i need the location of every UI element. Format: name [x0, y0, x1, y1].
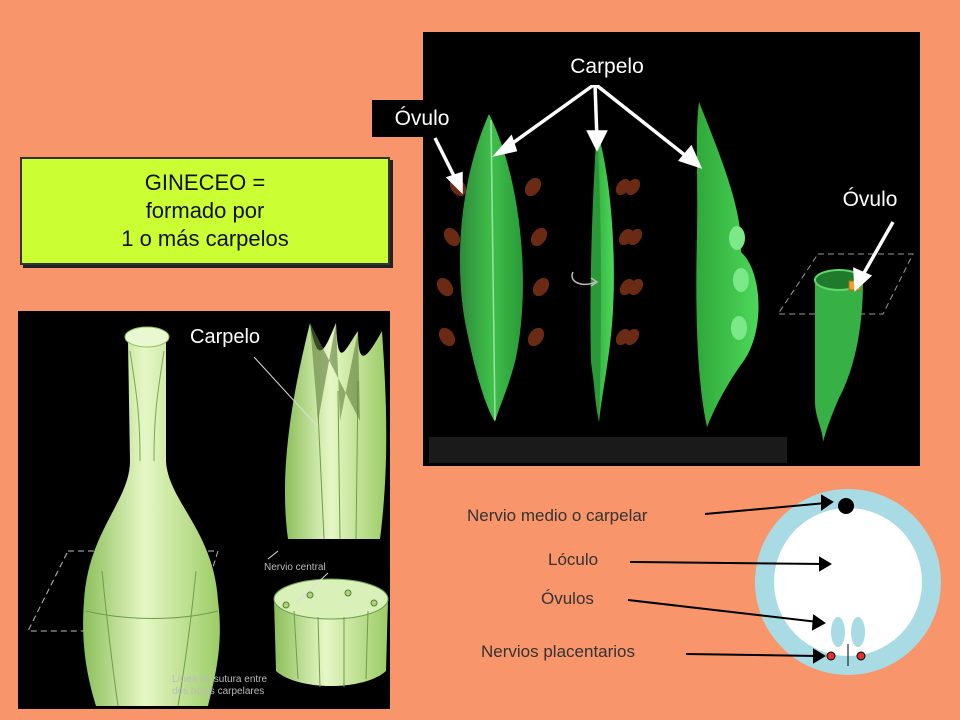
- sutura-label: Línea de sutura entre dos hojas carpelar…: [172, 674, 267, 698]
- carpel-tube-section: [777, 253, 914, 442]
- title-box: GINECEO = formado por 1 o más carpelos: [20, 157, 390, 265]
- closed-carpel-leaf: [696, 102, 759, 427]
- rotation-arrow-icon: [571, 271, 596, 286]
- open-carpels-crown: [284, 323, 387, 540]
- carpel-folding-panel: [423, 32, 920, 466]
- title-line-2: formado por: [145, 198, 265, 223]
- carpelo-label-top: Carpelo: [528, 48, 686, 85]
- carpel-folding-illustration: [429, 82, 914, 463]
- nervio-medio-label: Nervio medio o carpelar: [467, 506, 648, 525]
- folding-carpel-leaf: [571, 130, 644, 422]
- label-arrows: [433, 82, 895, 292]
- cross-section-arrows: [627, 494, 834, 664]
- carpelo-label-pistil: Carpelo: [190, 326, 261, 348]
- nervios-placentarios-label: Nervios placentarios: [481, 642, 636, 661]
- placental-nerve-dots: [826, 651, 866, 661]
- ovule-bulges: [729, 226, 749, 340]
- pistil-panel: [18, 311, 390, 709]
- ovules-leaf-2: [615, 178, 644, 346]
- ovulo-label-right: Óvulo: [820, 181, 920, 218]
- cut-ovary-section: [273, 578, 389, 688]
- panel-footer-bar: [429, 437, 787, 463]
- pistil-pointer-lines: [253, 356, 329, 604]
- open-carpel-leaf: [436, 114, 550, 422]
- ovary-ring: [755, 489, 941, 675]
- ovules-leaf-1: [436, 177, 550, 347]
- ovulos-label: Óvulos: [541, 589, 594, 608]
- loculo-label: Lóculo: [548, 550, 599, 569]
- title-line-1: GINECEO =: [144, 170, 266, 195]
- pistil-illustration: [27, 323, 389, 707]
- nervio-central-label: Nervio central: [264, 562, 326, 573]
- title-line-3: 1 o más carpelos: [121, 226, 289, 251]
- sutura-label-line-1: Línea de sutura entre: [172, 674, 268, 685]
- ovules-shapes: [831, 617, 865, 647]
- pistil-flask: [27, 326, 220, 707]
- ovulo-label-left: Óvulo: [372, 100, 472, 137]
- sutura-label-line-2: dos hojas carpelares: [172, 686, 265, 697]
- midrib-dot: [838, 498, 854, 514]
